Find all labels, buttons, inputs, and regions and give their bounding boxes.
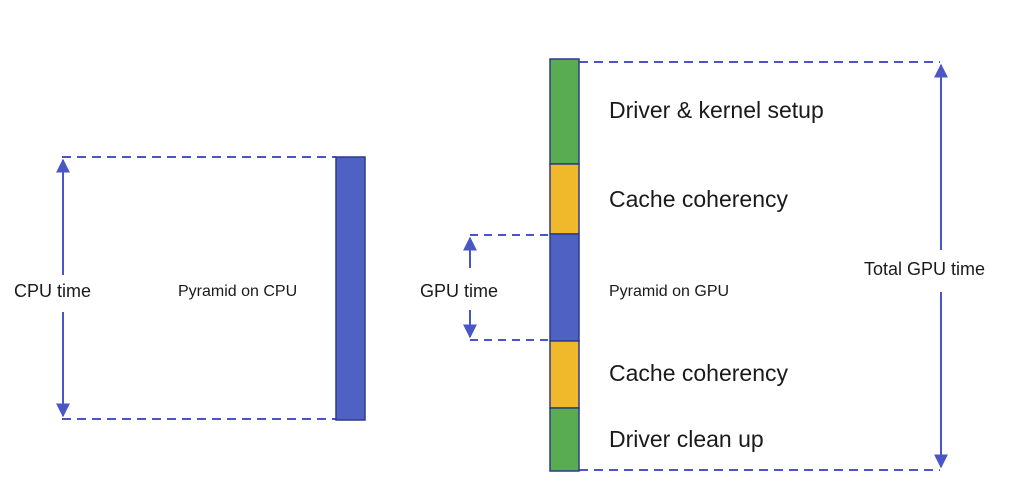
gpu-segment-driver-clean-up bbox=[549, 407, 580, 472]
gpu-group bbox=[463, 58, 948, 472]
gpu-segment-label-driver-clean-up: Driver clean up bbox=[609, 426, 764, 452]
gpu-time-label: GPU time bbox=[420, 281, 499, 301]
gpu-segment-cache-coherency-bottom bbox=[549, 340, 580, 409]
cpu-bar-label: Pyramid on CPU bbox=[178, 283, 298, 300]
total-gpu-time-label: Total GPU time bbox=[864, 259, 986, 279]
gpu-segment-label-cache-coherency-bottom: Cache coherency bbox=[609, 360, 788, 386]
gpu-segment-pyramid bbox=[549, 233, 580, 342]
cpu-bar bbox=[335, 156, 366, 421]
gpu-segment-label-pyramid: Pyramid on GPU bbox=[609, 283, 730, 300]
gpu-segment-label-driver-kernel-setup: Driver & kernel setup bbox=[609, 97, 824, 123]
gpu-segment-cache-coherency-top bbox=[549, 163, 580, 235]
cpu-time-label: CPU time bbox=[14, 281, 92, 301]
gpu-segment-label-cache-coherency-top: Cache coherency bbox=[609, 186, 788, 212]
gpu-segment-driver-kernel-setup bbox=[549, 58, 580, 165]
cpu-group bbox=[56, 156, 366, 421]
